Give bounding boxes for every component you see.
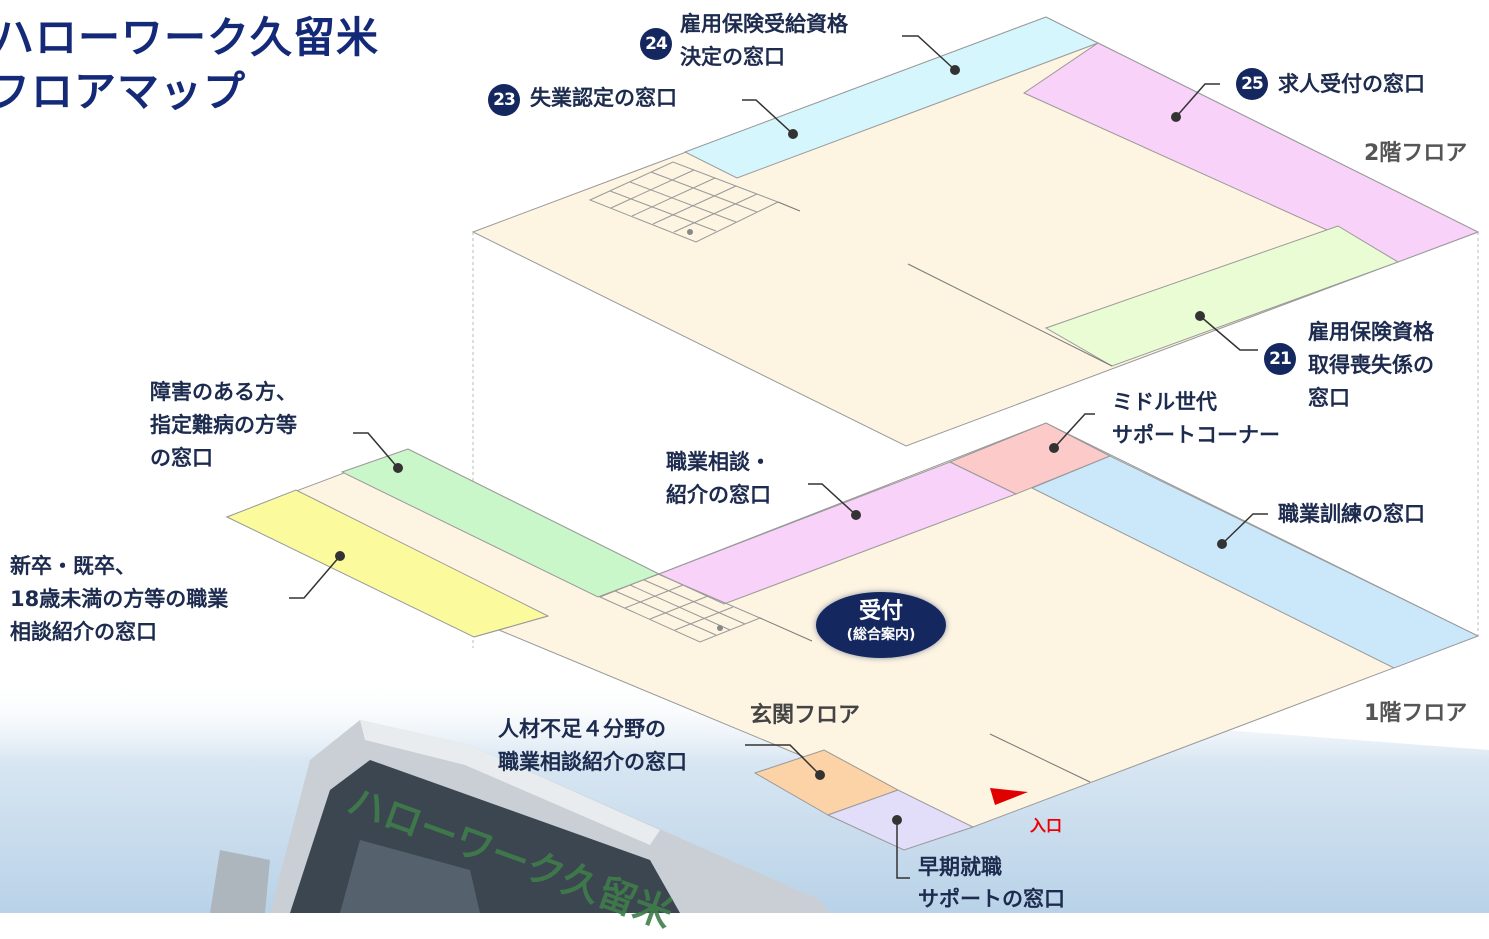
zone-21 — [1044, 225, 1400, 367]
leader-lines — [289, 35, 1268, 879]
floor-2-plan — [471, 16, 1480, 447]
disability-window-line2: 指定難病の方等 — [150, 413, 297, 437]
stairs-2f — [588, 161, 780, 243]
entrance-label: 入口 — [1030, 816, 1063, 835]
reception-label: 受付 — [858, 599, 903, 624]
graduates-window-line1: 新卒・既卒、 — [10, 554, 136, 578]
page-title: ハローワーク久留米 — [0, 13, 380, 62]
disability-window-line1: 障害のある方、 — [150, 380, 297, 404]
reception-badge: 受付 (総合案内) — [816, 592, 946, 658]
window-24-line2: 決定の窓口 — [680, 45, 785, 69]
floor-1-label: 1階フロア — [1364, 701, 1468, 726]
leader-dots — [335, 65, 1227, 825]
disability-window-line3: の窓口 — [150, 446, 213, 470]
entrance-hall-label: 玄関フロア — [750, 703, 861, 728]
badge-24: 24 — [640, 28, 672, 60]
floor-map — [0, 16, 1489, 913]
badge-23: 23 — [488, 84, 520, 116]
entrance-arrow — [990, 788, 1028, 805]
page-subtitle: フロアマップ — [0, 67, 247, 116]
window-25-label: 求人受付の窓口 — [1278, 72, 1425, 96]
early-window-line1: 早期就職 — [918, 855, 1002, 879]
graduates-window-line2: 18歳未満の方等の職業 — [10, 587, 229, 611]
floor-connectors — [472, 232, 1479, 648]
window-23-label: 失業認定の窓口 — [530, 86, 677, 110]
consultation-window-line1: 職業相談・ — [666, 450, 771, 474]
window-21-line3: 窓口 — [1308, 386, 1350, 410]
badge-25: 25 — [1236, 68, 1268, 100]
shortage-window-line1: 人材不足４分野の — [498, 717, 666, 741]
window-21-line1: 雇用保険資格 — [1308, 320, 1434, 344]
shortage-window-line2: 職業相談紹介の窓口 — [498, 750, 687, 774]
zone-training — [1030, 455, 1480, 669]
reception-sublabel: (総合案内) — [846, 627, 916, 643]
early-window-line2: サポートの窓口 — [918, 887, 1065, 911]
window-21-line2: 取得喪失係の — [1308, 353, 1434, 377]
consultation-window-line2: 紹介の窓口 — [666, 483, 771, 507]
middle-corner-line1: ミドル世代 — [1112, 390, 1217, 414]
middle-corner-line2: サポートコーナー — [1112, 423, 1280, 447]
floor-2-label: 2階フロア — [1364, 141, 1468, 166]
badge-21: 21 — [1264, 343, 1296, 375]
window-24-line1: 雇用保険受給資格 — [680, 12, 848, 36]
graduates-window-line3: 相談紹介の窓口 — [10, 620, 157, 644]
training-window-label: 職業訓練の窓口 — [1278, 502, 1425, 526]
